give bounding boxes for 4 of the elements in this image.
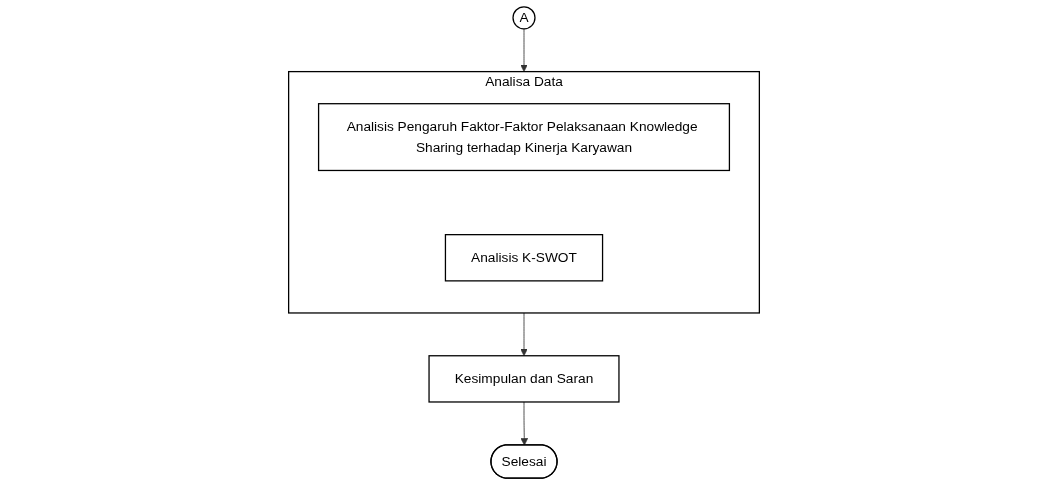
node-circle: A <box>511 6 536 30</box>
node-box: Kesimpulan dan Saran <box>427 355 620 403</box>
node-box: Analisis Pengaruh Faktor-Faktor Pelaksanaan Knowledge Sharing terhadap Kinerja Karyawan <box>317 103 730 172</box>
node-box: Analisis K-SWOT <box>444 234 603 282</box>
